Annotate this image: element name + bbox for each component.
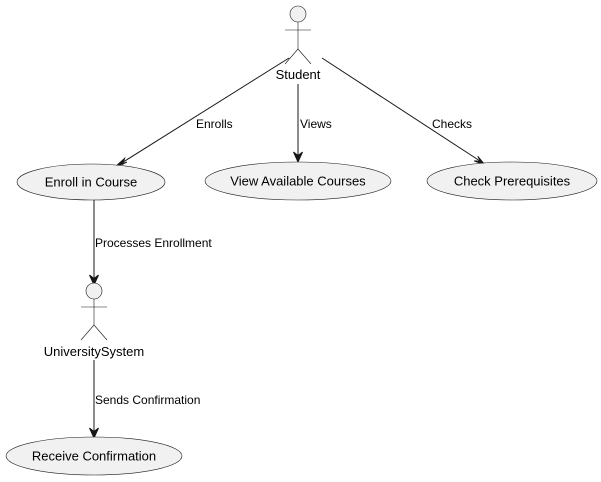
use-case-receive-confirmation-label: Receive Confirmation [32,448,156,463]
actor-student-head [289,5,307,23]
actor-student-right-leg [297,48,312,65]
edge-processes-enrollment: Processes Enrollment [89,200,212,287]
edge-views-label: Views [300,117,332,131]
edge-sends-confirmation-arrowhead [89,427,99,440]
use-case-enroll-in-course-label: Enroll in Course [45,174,138,189]
edge-checks-line [321,57,481,162]
actor-student: Student [276,5,321,82]
actor-university-system-right-leg [93,324,108,341]
actor-university-system: UniversitySystem [44,282,144,359]
actor-student-label: Student [276,67,321,82]
actor-university-system-head [85,282,103,300]
edge-enrolls-label: Enrolls [196,117,233,131]
edge-checks-arrowhead [474,155,487,167]
use-case-receive-confirmation-shape [5,436,183,476]
edge-processes-enrollment-arrowhead [89,274,99,287]
use-case-enroll-in-course-shape [16,163,166,201]
edge-sends-confirmation-label: Sends Confirmation [95,393,200,407]
actor-university-system-left-leg [80,324,95,341]
edge-checks-label: Checks [432,117,472,131]
edge-views: Views [293,84,332,164]
edge-enrolls-line [119,57,290,165]
edge-enrolls: Enrolls [114,57,290,168]
edge-processes-enrollment-label: Processes Enrollment [95,236,212,250]
use-case-view-available-courses-shape [204,161,392,201]
use-case-receive-confirmation: Receive Confirmation [5,436,183,476]
edge-enrolls-arrowhead [114,156,128,168]
use-case-view-available-courses: View Available Courses [204,161,392,201]
edge-checks: Checks [321,57,487,167]
use-case-view-available-courses-label: View Available Courses [230,173,366,188]
actor-student-left-leg [284,48,299,65]
use-case-enroll-in-course: Enroll in Course [16,163,166,201]
edge-sends-confirmation: Sends Confirmation [89,360,200,440]
edge-views-arrowhead [293,151,303,164]
actor-university-system-label: UniversitySystem [44,344,144,359]
use-case-check-prerequisites: Check Prerequisites [426,161,598,201]
use-case-check-prerequisites-shape [426,161,598,201]
use-case-check-prerequisites-label: Check Prerequisites [454,173,571,188]
